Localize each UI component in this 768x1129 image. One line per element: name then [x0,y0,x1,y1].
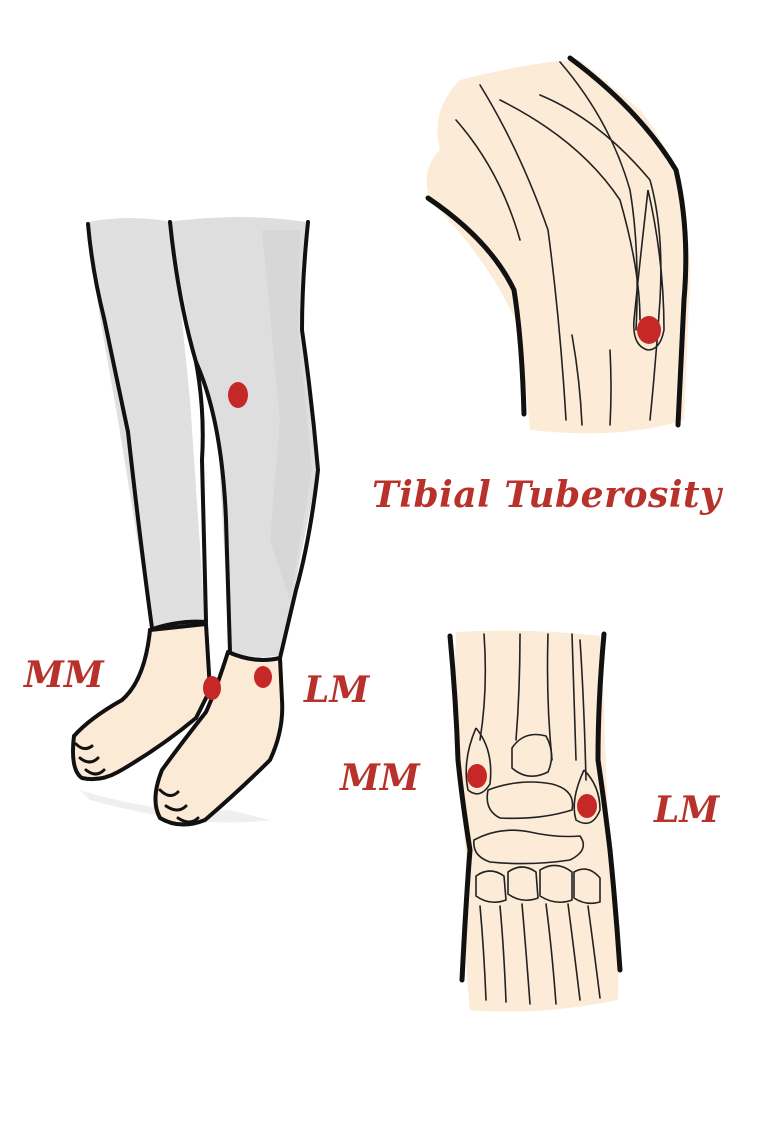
knee-outline-front [567,55,689,428]
medial-malleolus-marker-right [467,764,487,788]
trouser-shading [262,230,312,600]
ankle-bone-lines [479,633,587,781]
knee-skin [426,60,690,434]
lateral-malleolus-marker-left [254,666,272,688]
floor-shadow [80,790,270,823]
knee-outline-back [425,195,527,417]
mm-label-right: MM [340,757,420,799]
legs-figure [71,217,321,827]
knee-detail-lines [455,61,662,426]
ankle-outline-lateral [595,631,623,973]
lm-label-left: LM [304,669,370,711]
knee-figure [425,55,690,434]
lateral-malleolus-marker-right [577,794,597,818]
tibial-tuberosity-marker [228,382,248,408]
lm-label-right: LM [654,789,720,831]
ankle-outline-medial [447,633,473,983]
medial-malleolus-outline [465,727,492,795]
trouser-outline-far-outer [86,222,154,630]
medial-malleolus-marker-left [203,676,221,700]
trouser-outline-near-inner [194,360,232,654]
ankle-figure [447,630,623,1012]
lateral-malleolus-outline [573,769,601,825]
knee-tibial-tuberosity-marker [637,316,661,344]
metatarsal-bones [479,903,601,1005]
toes-far [74,742,106,776]
tibial-tuberosity-label: Tibial Tuberosity [372,474,722,516]
ankle-skin [454,630,619,1012]
foot-far [71,622,212,782]
toes-near [158,788,200,824]
trouser-outline-near-outer [278,220,321,660]
tarsal-bones [473,733,601,905]
mm-label-left: MM [24,654,104,696]
foot-near [153,650,285,827]
tendon-outline [632,189,665,351]
trouser-leg-far [88,218,205,630]
